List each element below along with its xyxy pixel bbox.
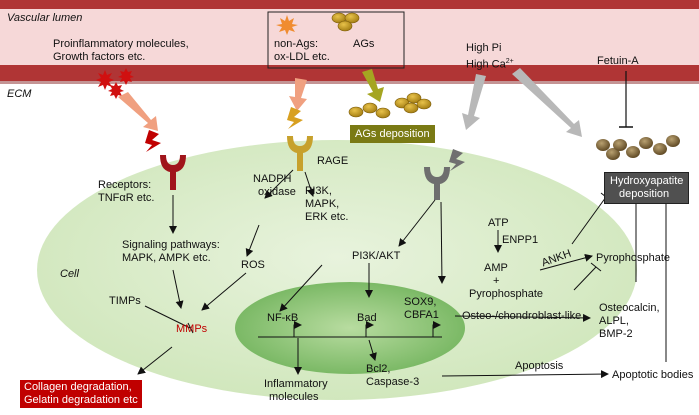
high-pi-arrow-right xyxy=(512,68,582,137)
gene-promoters xyxy=(258,321,442,338)
atp-label: ATP xyxy=(488,217,509,229)
proinflammatory-label-2: Growth factors etc. xyxy=(53,51,146,63)
receptor-red-icon xyxy=(160,155,186,190)
pi3k-label-3: ERK etc. xyxy=(305,211,349,223)
amp-pyrophosphate-label: Pyrophosphate xyxy=(469,288,543,300)
receptors-label-2: TNFαR etc. xyxy=(98,192,155,204)
osteocalcin-label-3: BMP-2 xyxy=(599,328,633,340)
pi3k-label-2: MAPK, xyxy=(305,198,340,210)
bcl2-label-2: Caspase-3 xyxy=(366,376,420,388)
ecm-label: ECM xyxy=(7,88,32,100)
ligand-box xyxy=(267,11,405,69)
lightning-icon xyxy=(287,107,303,129)
hydroxyapatite-box: Hydroxyapatite deposition xyxy=(604,172,690,204)
ags-deposition-particles-icon xyxy=(348,92,432,119)
plus-label: + xyxy=(493,275,500,287)
enpp1-label: ENPP1 xyxy=(502,234,539,246)
non-ags-arrow xyxy=(289,78,307,111)
signaling-label-2: MAPK, AMPK etc. xyxy=(122,252,211,264)
osteocalcin-label-2: ALPL, xyxy=(599,315,629,327)
apoptosis-label: Apoptosis xyxy=(515,360,564,372)
high-ca-label: High Ca2+ xyxy=(466,58,514,71)
ags-arrow xyxy=(362,69,384,102)
nfkb-label: NF-κB xyxy=(267,312,299,324)
hydroxyapatite-label-1: Hydroxyapatite xyxy=(610,175,684,187)
non-ags-label-2: ox-LDL etc. xyxy=(274,51,330,63)
nadph-label-2: oxidase xyxy=(258,186,296,198)
proinflammatory-arrow xyxy=(118,92,158,131)
mmps-label: MMPs xyxy=(176,323,208,335)
nadph-label-1: NADPH xyxy=(253,173,292,185)
bcl2-label-1: Bcl2, xyxy=(366,363,391,375)
ags-deposition-box: AGs deposition xyxy=(350,125,435,143)
ros-label: ROS xyxy=(241,259,265,271)
inhibition-lines xyxy=(144,192,612,334)
cell-label: Cell xyxy=(60,268,79,280)
osteocalcin-label-1: Osteocalcin, xyxy=(599,302,660,314)
high-pi-label: High Pi xyxy=(466,42,502,54)
receptor-gray-icon xyxy=(424,167,450,200)
ags-label: AGs xyxy=(353,38,375,50)
nucleus xyxy=(235,282,465,374)
ags-particles-icon xyxy=(331,12,360,32)
inflammatory-label-1: Inflammatory xyxy=(264,378,328,390)
lightning-icon xyxy=(145,130,161,152)
starburst-icon xyxy=(276,15,298,35)
lumen-label: Vascular lumen xyxy=(7,12,83,24)
high-pi-arrow-left xyxy=(462,74,486,130)
osteo-label: Osteo-/chondroblast-like xyxy=(462,310,582,322)
sox9-label-1: SOX9, xyxy=(404,296,437,308)
signaling-label-1: Signaling pathways: xyxy=(122,239,220,251)
collagen-label-1: Collagen degradation, xyxy=(24,381,132,393)
apoptotic-bodies-label: Apoptotic bodies xyxy=(612,369,694,381)
sox9-label-2: CBFA1 xyxy=(404,309,439,321)
rage-label: RAGE xyxy=(317,155,349,167)
bad-label: Bad xyxy=(357,312,377,324)
lightning-icon xyxy=(449,149,465,171)
inflammatory-label-2: molecules xyxy=(269,391,319,403)
non-ags-label-1: non-Ags: xyxy=(274,38,319,50)
vessel-wall-top xyxy=(0,0,699,9)
proinflammatory-starburst-icon xyxy=(96,68,134,99)
receptor-gold-icon xyxy=(287,136,313,171)
collagen-degradation-box: Collagen degradation, Gelatin degradatio… xyxy=(20,380,142,408)
cell-body xyxy=(37,140,637,400)
timps-label: TIMPs xyxy=(109,295,141,307)
amp-label: AMP xyxy=(484,262,508,274)
proinflammatory-label-1: Proinflammatory molecules, xyxy=(53,38,189,50)
pi3k-label-1: PI3K, xyxy=(305,185,332,197)
hydroxyapatite-label-2: deposition xyxy=(619,188,670,200)
fetuin-label: Fetuin-A xyxy=(597,55,639,67)
receptors-label-1: Receptors: xyxy=(98,179,152,191)
hydroxyapatite-particles-icon xyxy=(596,135,680,160)
pyrophosphate-label: Pyrophosphate xyxy=(596,252,670,264)
collagen-label-2: Gelatin degradation etc xyxy=(24,394,138,406)
pi3k-akt-label: PI3K/AKT xyxy=(352,250,401,262)
pathway-arrows xyxy=(137,169,670,379)
